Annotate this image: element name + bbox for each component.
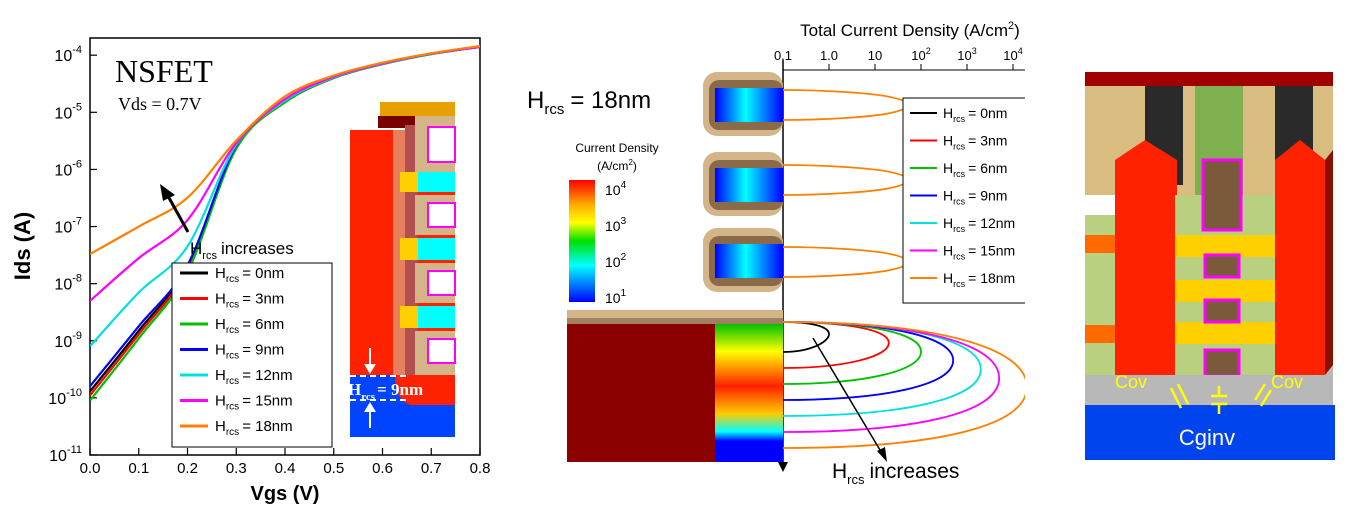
y-axis-label: Ids (A) [10, 212, 35, 280]
legend-label: Hrcs= 15nm [215, 393, 293, 413]
top-tick-label: 0.1 [774, 48, 792, 63]
y-axis-ticks: 10-11 10-10 10-9 10-8 10-7 10-6 10-5 10-4 [48, 44, 97, 465]
top-axis-title: Total Current Density (A/cm2) [800, 20, 1020, 40]
chart-title: NSFET [115, 53, 213, 89]
panel-title: Hrcs= 18nm [527, 87, 651, 118]
x-axis-ticks: 0.0 0.1 0.2 0.3 0.4 0.5 0.6 0.7 0.8 [80, 448, 491, 477]
bulk-profile [782, 321, 830, 353]
legend-label: Hrcs= 6nm [943, 160, 1007, 179]
legend-label: Hrcs= 9nm [215, 342, 284, 362]
annotation-arrowhead [877, 447, 887, 462]
x-tick-label: 0.0 [80, 460, 101, 477]
colorbar-tick: 103 [605, 216, 627, 234]
annotation-arrow [812, 337, 884, 456]
legend-label: Hrcs= 0nm [215, 265, 284, 285]
colorbar-tick: 102 [605, 252, 627, 270]
legend-label: Hrcs= 3nm [943, 133, 1007, 152]
inset-label: Hrcs= 9nm [348, 380, 423, 403]
x-axis-label: Vgs (V) [251, 483, 320, 505]
y-tick-label: 10-9 [54, 330, 82, 351]
x-tick-label: 0.1 [128, 460, 149, 477]
y-tick-label: 10-5 [54, 101, 82, 122]
substrate [1085, 405, 1335, 460]
legend-label: Hrcs= 18nm [943, 270, 1015, 289]
bulk-profile [782, 321, 890, 369]
legend-label: Hrcs= 3nm [215, 291, 284, 311]
x-tick-label: 0.2 [177, 460, 198, 477]
legend-label: Hrcs= 9nm [943, 188, 1007, 207]
x-tick-label: 0.7 [421, 460, 442, 477]
bulk-profile [782, 321, 1025, 449]
annotation-arrow [166, 195, 190, 233]
legend-box [171, 262, 333, 448]
y-tick-label: 10-4 [54, 44, 82, 65]
colorbar-tick: 104 [605, 180, 627, 198]
nanosheet-profile [782, 246, 909, 278]
y-tick-label: 10-11 [49, 444, 82, 465]
legend-label: Hrcs= 15nm [943, 243, 1015, 262]
legend-label: Hrcs= 6nm [215, 316, 284, 336]
capacitance-structure-3d: Cov Cov Cginv [1085, 72, 1335, 460]
colorbar-title: Current Density [575, 141, 658, 155]
y-tick-label: 10-6 [54, 158, 82, 179]
top-axis-ticks: 0.1 1.0 10 102 103 104 [774, 46, 1023, 70]
chart-subtitle: Vds = 0.7V [118, 94, 202, 114]
legend-label: Hrcs= 18nm [215, 418, 293, 438]
y-tick-label: 10-8 [54, 273, 82, 294]
top-tick-label: 10 [868, 48, 882, 63]
nanosheet-profile [782, 164, 909, 196]
y-tick-label: 10-10 [48, 387, 82, 408]
x-tick-label: 0.4 [275, 460, 296, 477]
device-inset: Hrcs= 9nm [348, 102, 456, 437]
x-tick-label: 0.3 [226, 460, 247, 477]
x-tick-label: 0.8 [470, 460, 491, 477]
legend-label: Hrcs= 0nm [943, 105, 1007, 124]
series-line [90, 44, 480, 255]
cginv-label: Cginv [1179, 425, 1235, 450]
colorbar-units: (A/cm2) [597, 158, 637, 173]
x-tick-label: 0.6 [372, 460, 393, 477]
colorbar-ticks: 104 103 102 101 [605, 180, 627, 306]
colorbar-tick: 101 [605, 288, 627, 306]
capacitor-symbols [1169, 383, 1273, 414]
top-tick-label: 103 [957, 46, 976, 63]
legend-box [902, 97, 1025, 304]
legend-label: Hrcs= 12nm [215, 367, 293, 387]
x-tick-label: 0.5 [323, 460, 344, 477]
series-lines [90, 44, 480, 402]
cov-right-label: Cov [1271, 372, 1303, 392]
top-tick-label: 102 [911, 46, 930, 63]
colorbar [569, 180, 595, 302]
cov-left-label: Cov [1115, 372, 1147, 392]
annotation-arrowhead [160, 184, 175, 201]
legend-label: Hrcs= 12nm [943, 215, 1015, 234]
y-tick-label: 10-7 [54, 216, 82, 237]
top-tick-label: 104 [1003, 46, 1022, 63]
nanosheet-profile [782, 89, 909, 121]
nanosheet-stack [567, 72, 783, 462]
top-tick-label: 1.0 [820, 48, 838, 63]
